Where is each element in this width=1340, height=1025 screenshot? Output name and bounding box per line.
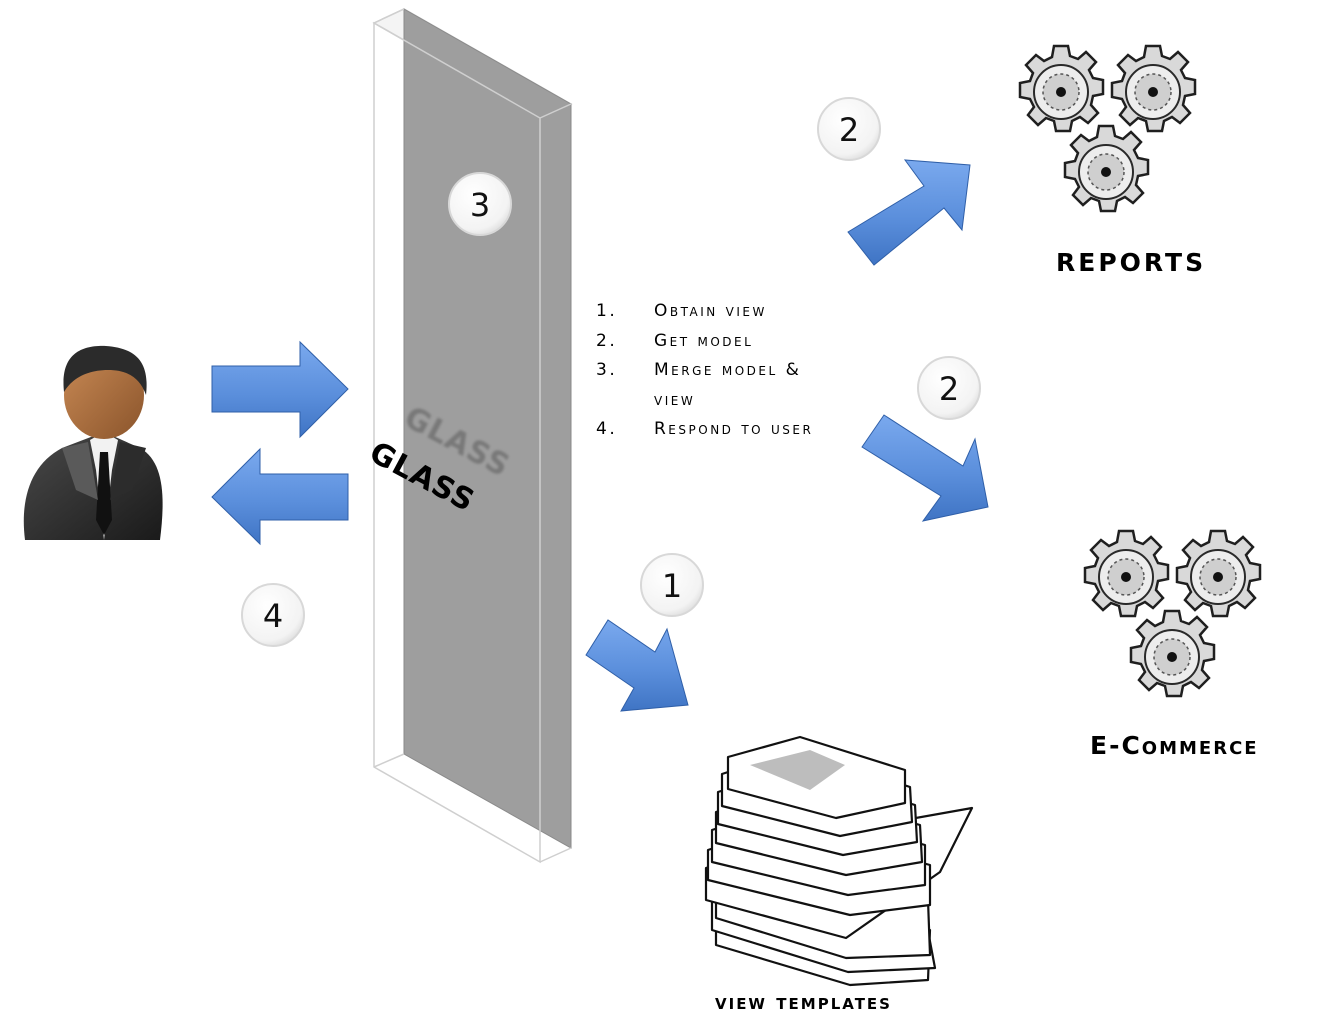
badge-reports-step-number: 2 bbox=[839, 111, 859, 149]
step-item-3-continued: view bbox=[596, 386, 894, 416]
step-item-2: 2. Get model bbox=[596, 327, 894, 357]
step-item-3: 3. Merge model & bbox=[596, 356, 894, 386]
step-number: 1. bbox=[596, 301, 618, 321]
ecommerce-arrow bbox=[861, 414, 989, 522]
badge-glass-step: 3 bbox=[448, 172, 512, 236]
businessman-icon bbox=[23, 345, 163, 540]
step-text: view bbox=[654, 389, 696, 410]
request-arrow bbox=[211, 340, 349, 439]
step-item-4: 4. Respond to user bbox=[596, 415, 894, 445]
step-number: 4. bbox=[596, 419, 618, 439]
step-item-1: 1. Obtain view bbox=[596, 297, 894, 327]
view-templates-label: view templates bbox=[715, 990, 892, 1014]
badge-ecommerce-step-number: 2 bbox=[939, 370, 959, 408]
badge-reports-step: 2 bbox=[817, 97, 881, 161]
step-text: Merge model & bbox=[654, 360, 802, 380]
badge-response-step: 4 bbox=[241, 583, 305, 647]
step-number: 2. bbox=[596, 330, 618, 351]
badge-response-step-number: 4 bbox=[263, 597, 283, 635]
badge-glass-step-number: 3 bbox=[470, 186, 490, 224]
badge-templates-step-number: 1 bbox=[662, 567, 682, 605]
steps-list: 1. Obtain view 2. Get model 3. Merge mod… bbox=[596, 297, 894, 445]
reports-label: REPORTS bbox=[1056, 248, 1207, 277]
step-text: Respond to user bbox=[654, 419, 814, 439]
reports-arrow bbox=[847, 159, 971, 266]
glass-panel bbox=[372, 8, 573, 864]
reports-gears-icon bbox=[1018, 44, 1197, 213]
ecommerce-gears-icon bbox=[1083, 529, 1262, 698]
ecommerce-label: E-Commerce bbox=[1090, 731, 1259, 760]
paper-stack-icon bbox=[704, 735, 974, 987]
step-number: 3. bbox=[596, 360, 618, 380]
badge-ecommerce-step: 2 bbox=[917, 356, 981, 420]
step-text: Get model bbox=[654, 330, 754, 351]
badge-templates-step: 1 bbox=[640, 553, 704, 617]
response-arrow bbox=[211, 447, 349, 546]
step-text: Obtain view bbox=[654, 301, 767, 321]
templates-arrow bbox=[585, 619, 689, 712]
